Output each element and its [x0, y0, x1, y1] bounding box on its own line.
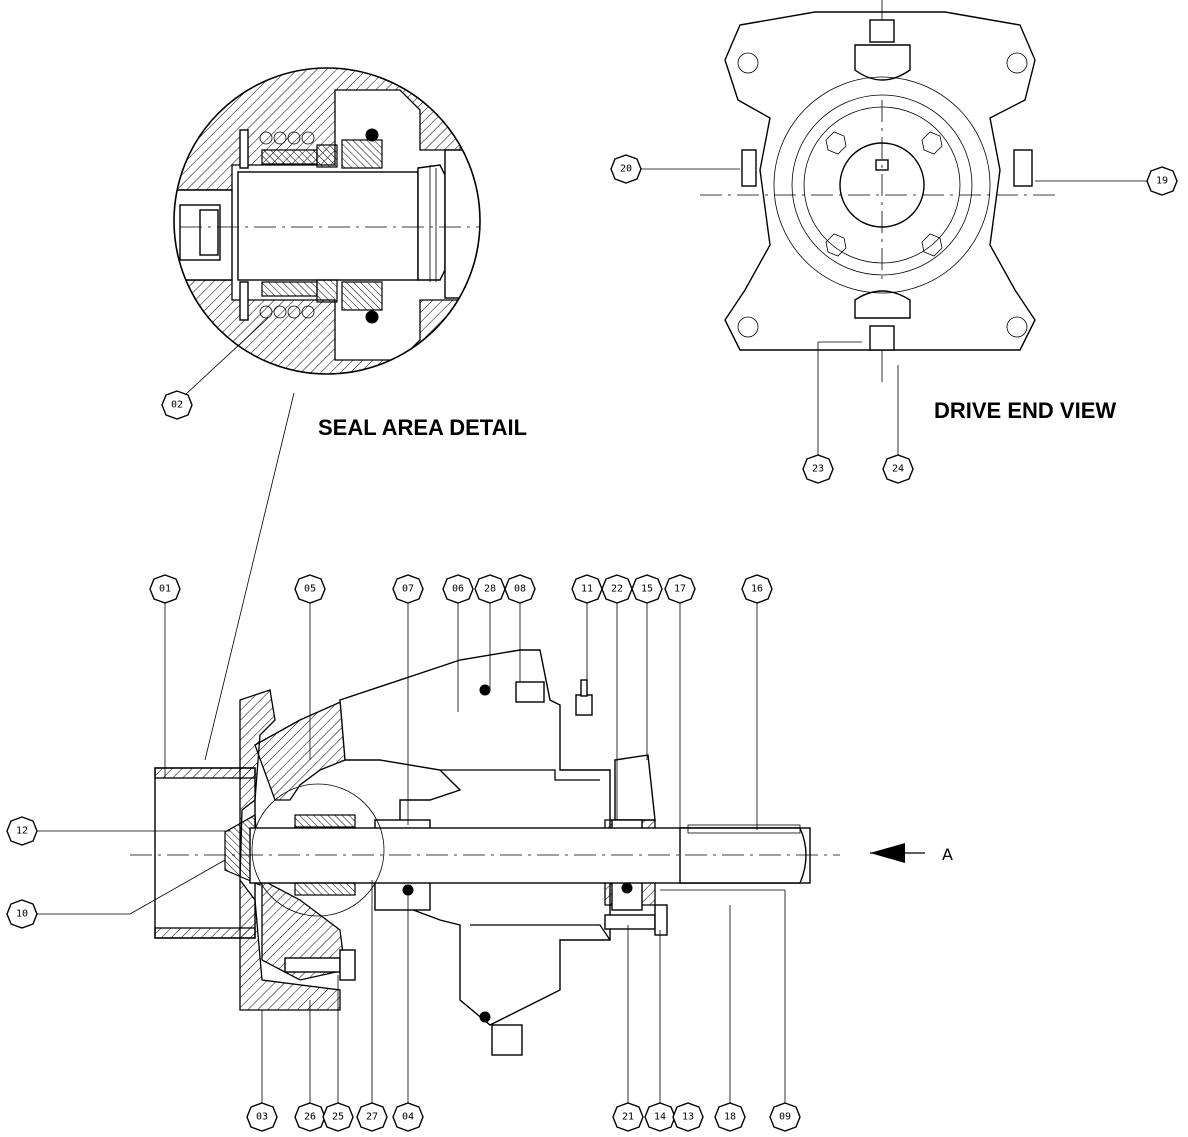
callout-26: 26 — [294, 1102, 326, 1132]
callout-10-label: 10 — [16, 909, 28, 920]
view-arrow-label: A — [942, 845, 953, 864]
callout-24-label: 24 — [892, 464, 904, 475]
callout-28: 28 — [474, 574, 506, 604]
callout-06: 06 — [442, 574, 474, 604]
callout-20: 20 — [610, 154, 642, 184]
callout-25: 25 — [322, 1102, 354, 1132]
callout-01: 01 — [149, 574, 181, 604]
callout-12: 12 — [6, 816, 38, 846]
callout-18-label: 18 — [724, 1112, 736, 1123]
callout-20-label: 20 — [620, 164, 632, 175]
callout-11: 11 — [571, 574, 603, 604]
callout-15: 15 — [631, 574, 663, 604]
callout-13-label: 13 — [682, 1112, 694, 1123]
main-section-view — [130, 649, 840, 1056]
callout-07-label: 07 — [402, 584, 414, 595]
callout-01-label: 01 — [159, 584, 171, 595]
callout-25-label: 25 — [332, 1112, 344, 1123]
callout-22-label: 22 — [611, 584, 623, 595]
callout-02-label: 02 — [171, 400, 183, 411]
callout-27: 27 — [356, 1102, 388, 1132]
callout-06-label: 06 — [452, 584, 464, 595]
callout-16: 16 — [741, 574, 773, 604]
callout-15-label: 15 — [641, 584, 653, 595]
callout-12-label: 12 — [16, 826, 28, 837]
callout-26-label: 26 — [304, 1112, 316, 1123]
callout-03-label: 03 — [256, 1112, 268, 1123]
callout-03: 03 — [246, 1102, 278, 1132]
drive-end-view-title: DRIVE END VIEW — [934, 398, 1117, 423]
callout-09: 09 — [769, 1102, 801, 1132]
callout-04: 04 — [392, 1102, 424, 1132]
callout-04-label: 04 — [402, 1112, 414, 1123]
callout-21-label: 21 — [622, 1112, 634, 1123]
seal-area-detail-title: SEAL AREA DETAIL — [318, 415, 528, 440]
callout-28-label: 28 — [484, 584, 496, 595]
drive-end-view — [700, 0, 1060, 382]
callout-21: 21 — [612, 1102, 644, 1132]
callout-09-label: 09 — [779, 1112, 791, 1123]
callout-05-label: 05 — [304, 584, 316, 595]
callout-05: 05 — [294, 574, 326, 604]
callout-02: 02 — [161, 390, 193, 420]
callout-19: 19 — [1146, 166, 1178, 196]
callout-11-label: 11 — [581, 584, 593, 595]
callout-22: 22 — [601, 574, 633, 604]
callout-23: 23 — [802, 454, 834, 484]
callout-27-label: 27 — [366, 1112, 378, 1123]
view-arrow-a: A — [870, 843, 953, 864]
callout-08-label: 08 — [514, 584, 526, 595]
callout-07: 07 — [392, 574, 424, 604]
callout-17: 17 — [664, 574, 696, 604]
callout-18: 18 — [714, 1102, 746, 1132]
seal-area-detail — [173, 67, 481, 375]
callout-24: 24 — [882, 454, 914, 484]
callouts: 01 05 07 06 28 08 11 22 15 17 16 12 10 0… — [6, 154, 1178, 1132]
callout-10: 10 — [6, 899, 38, 929]
callout-14-label: 14 — [654, 1112, 666, 1123]
callout-08: 08 — [504, 574, 536, 604]
callout-14: 14 — [644, 1102, 676, 1132]
callout-17-label: 17 — [674, 584, 686, 595]
callout-23-label: 23 — [812, 464, 824, 475]
leader-lines — [35, 168, 1150, 1103]
callout-16-label: 16 — [751, 584, 763, 595]
callout-19-label: 19 — [1156, 176, 1168, 187]
callout-13: 13 — [672, 1102, 704, 1132]
